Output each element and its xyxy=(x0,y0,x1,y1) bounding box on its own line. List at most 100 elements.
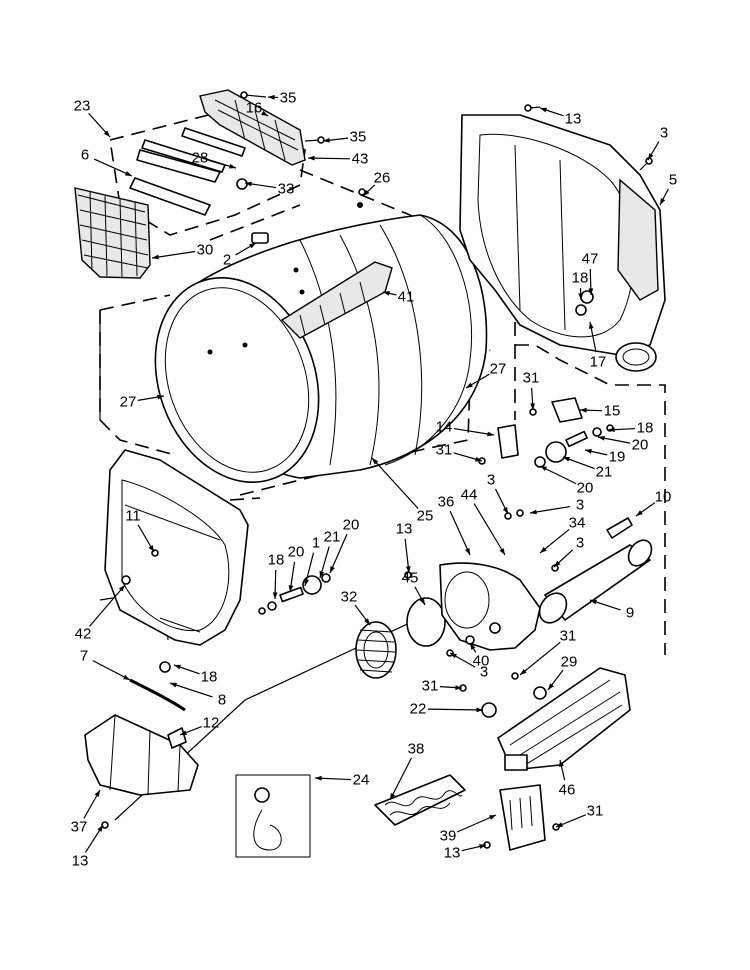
callout-number: 34 xyxy=(569,515,586,532)
callout-arrowhead xyxy=(540,546,547,553)
callout-arrowhead xyxy=(648,153,654,160)
callout-arrowhead xyxy=(152,254,159,260)
callout-c6: 6 xyxy=(81,147,133,177)
callout-leader xyxy=(449,510,471,556)
callout-number: 27 xyxy=(490,361,507,378)
roller-part-2 xyxy=(251,232,269,244)
callout-number: 33 xyxy=(278,181,295,198)
callout-c25: 25 xyxy=(371,457,433,525)
callout-leader xyxy=(307,157,351,160)
callout-number: 18 xyxy=(572,270,589,287)
callout-c34: 34 xyxy=(539,515,586,554)
callout-c33: 33 xyxy=(244,181,295,198)
bracket-part-39 xyxy=(499,784,546,851)
callout-c24: 24 xyxy=(314,772,369,789)
callout-c37: 37 xyxy=(71,789,101,836)
callout-arrowhead xyxy=(383,291,390,296)
callout-c2: 2 xyxy=(223,242,257,269)
bracket-part-14 xyxy=(497,424,519,459)
blower-housing-part-36 xyxy=(439,562,541,651)
callout-arrowhead xyxy=(563,457,570,462)
strip-part-7 xyxy=(129,678,186,712)
callout-c40: 40 xyxy=(469,642,489,670)
callout-leader xyxy=(456,814,497,833)
callout-c38: 38 xyxy=(389,741,424,801)
front-roller-parts-1-18-20-21 xyxy=(258,573,331,615)
callout-number: 3 xyxy=(576,497,584,514)
callout-c3c: 3 xyxy=(529,497,584,515)
callout-arrowhead xyxy=(157,394,164,400)
callout-number: 3 xyxy=(480,664,488,681)
duct-cover-part-37 xyxy=(84,714,199,796)
callout-arrowhead xyxy=(636,510,643,516)
callout-c3d: 3 xyxy=(553,535,584,568)
callout-leader xyxy=(539,465,577,485)
callout-c47: 47 xyxy=(582,251,598,296)
callout-number: 19 xyxy=(609,449,626,466)
callout-c35b: 35 xyxy=(322,129,366,146)
callout-arrowhead xyxy=(489,815,496,820)
callout-c46: 46 xyxy=(559,759,575,799)
callout-arrowhead xyxy=(390,793,396,800)
callout-c28: 28 xyxy=(192,150,237,169)
callout-c18b: 18 xyxy=(607,420,653,437)
callout-arrowhead xyxy=(455,685,462,690)
callout-number: 32 xyxy=(341,589,358,606)
callout-leader xyxy=(371,457,419,510)
callout-number: 26 xyxy=(374,170,391,187)
callout-arrowhead xyxy=(556,822,563,827)
blower-wheel-part-32 xyxy=(355,621,397,679)
callout-c13b: 13 xyxy=(396,521,412,574)
callout-number: 6 xyxy=(81,147,89,164)
callout-c20c: 20 xyxy=(329,517,359,574)
callout-arrowhead xyxy=(487,431,494,437)
callout-layer: 2363516354328332630241272725133547181731… xyxy=(71,90,678,870)
thermostat-part-22 xyxy=(481,702,497,718)
callout-number: 44 xyxy=(461,487,478,504)
callout-c15: 15 xyxy=(579,403,620,420)
callout-number: 17 xyxy=(590,354,607,371)
callout-c16: 16 xyxy=(246,100,269,117)
callout-arrowhead xyxy=(419,598,425,605)
callout-number: 20 xyxy=(288,544,305,561)
callout-leader xyxy=(473,503,506,556)
callout-leader xyxy=(529,505,571,514)
callout-number: 2 xyxy=(223,252,231,269)
callout-c41: 41 xyxy=(382,289,415,306)
callout-c17: 17 xyxy=(588,321,607,371)
callout-c20d: 20 xyxy=(288,544,305,593)
callout-number: 31 xyxy=(560,628,577,645)
callout-c3b: 3 xyxy=(487,472,509,515)
callout-number: 41 xyxy=(398,289,415,306)
callout-c14: 14 xyxy=(436,419,495,437)
callout-c13a: 13 xyxy=(539,107,581,128)
callout-arrowhead xyxy=(580,407,587,413)
callout-c21b: 21 xyxy=(319,529,340,579)
callout-arrowhead xyxy=(540,466,547,472)
callout-arrowhead xyxy=(465,548,470,555)
callout-number: 30 xyxy=(197,242,214,259)
exhaust-duct-part-9 xyxy=(538,539,653,624)
callout-number: 13 xyxy=(72,853,89,870)
callout-number: 7 xyxy=(80,648,88,665)
callout-c30: 30 xyxy=(151,242,214,260)
callout-number: 20 xyxy=(632,437,649,454)
callout-arrowhead xyxy=(249,243,256,249)
callout-arrowhead xyxy=(660,198,666,205)
callout-number: 22 xyxy=(410,701,427,718)
callout-number: 37 xyxy=(71,819,88,836)
seal-part-45 xyxy=(406,597,446,647)
callout-arrowhead xyxy=(308,155,315,161)
callout-c8: 8 xyxy=(169,682,226,709)
callout-number: 39 xyxy=(440,828,457,845)
callout-c18d: 18 xyxy=(173,664,217,686)
callout-c11: 11 xyxy=(125,508,155,553)
callout-arrowhead xyxy=(530,403,535,410)
filter-grille-part-43 xyxy=(199,89,306,166)
drum-part-25 xyxy=(154,202,488,484)
callout-arrowhead xyxy=(520,668,527,675)
callout-arrowhead xyxy=(330,566,335,573)
callout-number: 27 xyxy=(120,394,137,411)
callout-arrowhead xyxy=(405,566,411,573)
callout-number: 31 xyxy=(587,803,604,820)
